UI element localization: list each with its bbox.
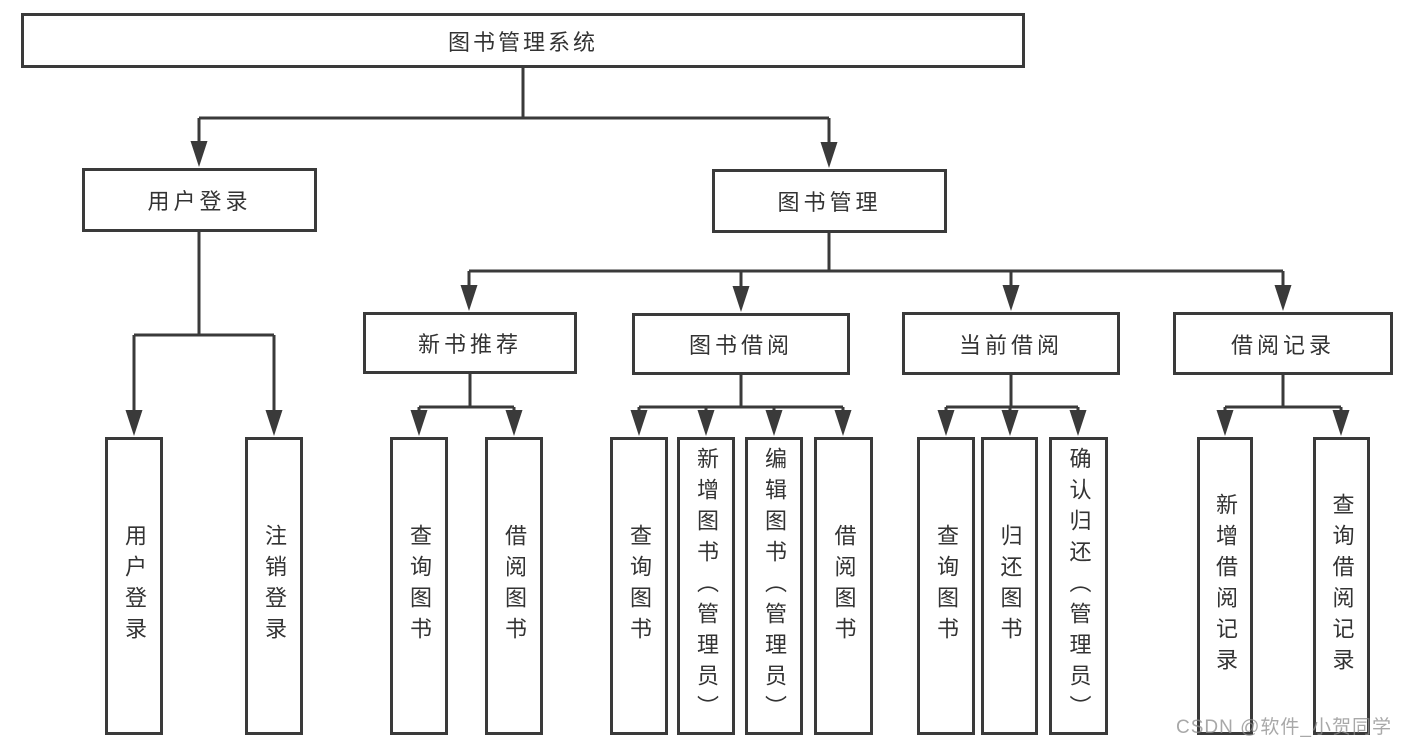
node-borrow-records: 借阅记录 — [1173, 312, 1393, 375]
arrowhead-icon — [265, 410, 283, 436]
arrowhead-icon — [1274, 285, 1292, 311]
arrowhead-icon — [410, 410, 428, 436]
node-new-book-recommend: 新书推荐 — [363, 312, 577, 374]
leaf-cb-return-books: 归还图书 — [981, 437, 1038, 735]
node-book-borrowing: 图书借阅 — [632, 313, 850, 375]
leaf-br-add-record: 新增借阅记录 — [1197, 437, 1253, 735]
arrowhead-icon — [505, 410, 523, 436]
connector-current-borrowing-to-children — [937, 375, 1087, 436]
arrowhead-icon — [630, 410, 648, 436]
arrowhead-icon — [820, 142, 838, 168]
connector-user-login-to-children — [125, 232, 283, 436]
connector-book-borrowing-to-children — [630, 375, 852, 436]
leaf-cb-confirm-return-admin: 确认归还（管理员） — [1049, 437, 1108, 735]
arrowhead-icon — [834, 410, 852, 436]
arrowhead-icon — [460, 285, 478, 311]
node-library-management-system: 图书管理系统 — [21, 13, 1025, 68]
arrowhead-icon — [732, 286, 750, 312]
arrowhead-icon — [765, 410, 783, 436]
arrowhead-icon — [1216, 410, 1234, 436]
csdn-watermark: CSDN @软件_小贺同学 — [1176, 717, 1392, 738]
node-current-borrowing: 当前借阅 — [902, 312, 1120, 375]
leaf-logout: 注销登录 — [245, 437, 303, 735]
leaf-user-login: 用户登录 — [105, 437, 163, 735]
arrowhead-icon — [1069, 410, 1087, 436]
arrowhead-icon — [1332, 410, 1350, 436]
arrowhead-icon — [1001, 410, 1019, 436]
leaf-bb-query-books: 查询图书 — [610, 437, 668, 735]
node-user-login: 用户登录 — [82, 168, 317, 232]
leaf-nbr-query-books: 查询图书 — [390, 437, 448, 735]
arrowhead-icon — [125, 410, 143, 436]
arrowhead-icon — [937, 410, 955, 436]
leaf-bb-borrow-books: 借阅图书 — [814, 437, 873, 735]
connector-book-management-to-children — [460, 233, 1292, 312]
arrowhead-icon — [190, 141, 208, 167]
leaf-br-query-record: 查询借阅记录 — [1313, 437, 1370, 735]
leaf-cb-query-books: 查询图书 — [917, 437, 975, 735]
node-book-management: 图书管理 — [712, 169, 947, 233]
leaf-bb-add-books-admin: 新增图书（管理员） — [677, 437, 735, 735]
leaf-nbr-borrow-books: 借阅图书 — [485, 437, 543, 735]
arrowhead-icon — [697, 410, 715, 436]
leaf-bb-edit-books-admin: 编辑图书（管理员） — [745, 437, 803, 735]
connector-new-book-recommend-to-children — [410, 374, 523, 436]
connector-borrow-records-to-children — [1216, 375, 1350, 436]
arrowhead-icon — [1002, 285, 1020, 311]
connector-root-to-level2 — [190, 68, 838, 168]
